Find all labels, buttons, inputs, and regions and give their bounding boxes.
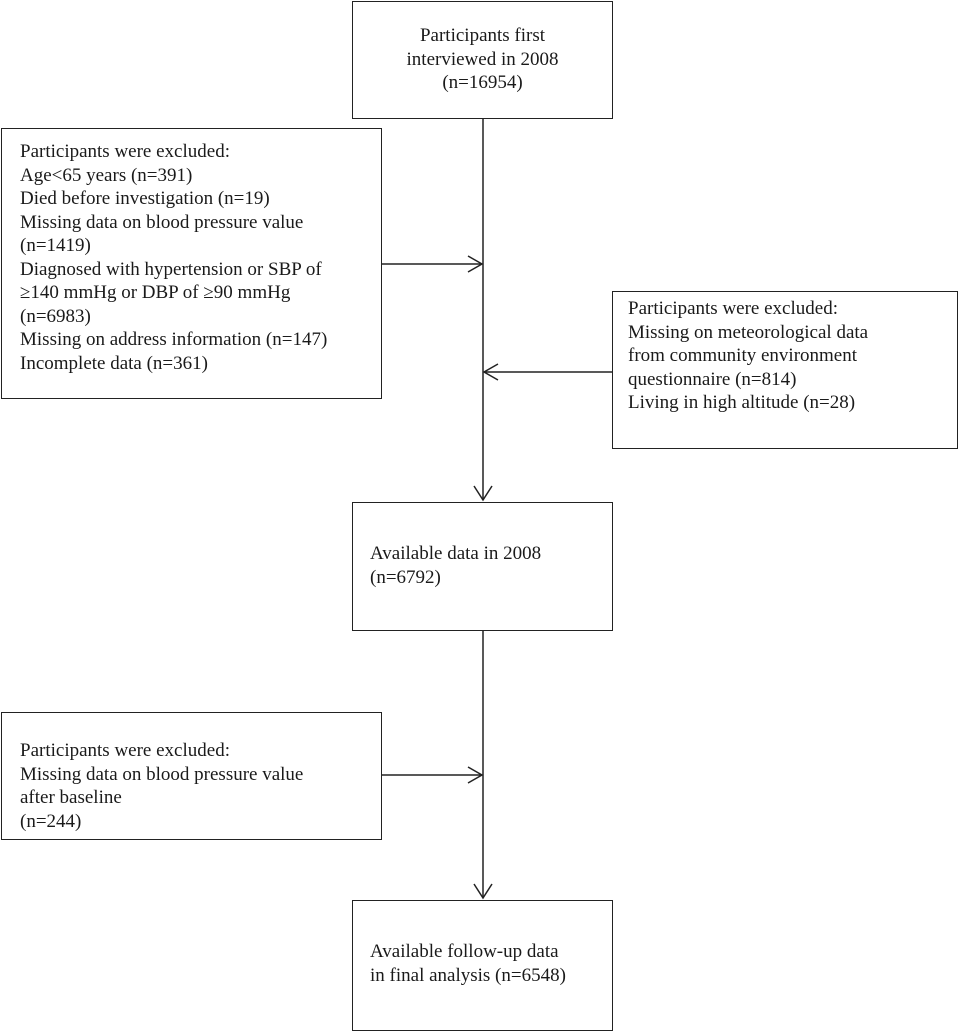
exclusion-2-line: Participants were excluded:: [628, 298, 838, 319]
exclusion-1-line: Incomplete data (n=361): [20, 352, 208, 374]
arrowhead-final: [473, 883, 493, 900]
exclusion-1-line: (n=1419): [20, 235, 91, 256]
exclusion-1-line: Missing on address information (n=147): [20, 329, 328, 350]
exclusion-1-line: (n=6983): [20, 305, 91, 327]
exclusion-2-line: questionnaire (n=814): [628, 368, 797, 390]
exclusion-1-line: Missing data on blood pressure value: [20, 211, 304, 233]
box-exclusion-2: Participants were excluded: Missing on m…: [612, 291, 958, 449]
final-line-1: Available follow-up data: [370, 941, 559, 962]
exclusion-1-line: Age<65 years (n=391): [20, 164, 193, 186]
exclusion-1-line: Died before investigation (n=19): [20, 188, 270, 209]
exclusion-1-line: Participants were excluded:: [20, 141, 230, 162]
available-line-1: Available data in 2008: [370, 543, 542, 564]
exclusion-3-line: Participants were excluded:: [20, 740, 230, 761]
exclusion-3-line: after baseline: [20, 787, 122, 808]
start-line-1: Participants first: [419, 25, 546, 46]
exclusion-3-line: (n=244): [20, 810, 82, 832]
box-exclusion-3: Participants were excluded: Missing data…: [1, 712, 382, 840]
arrowhead-available: [473, 485, 493, 502]
box-final-analysis: Available follow-up data in final analys…: [352, 900, 613, 1031]
exclusion-1-line: Diagnosed with hypertension or SBP of: [20, 258, 322, 280]
exclusion-2-line: Missing on meteorological data: [628, 321, 869, 343]
box-exclusion-1: Participants were excluded: Age<65 years…: [1, 128, 382, 399]
box-available-data-2008: Available data in 2008 (n=6792): [352, 502, 613, 631]
arrowhead-exclusion-1: [467, 255, 484, 273]
arrowhead-exclusion-3: [467, 766, 484, 784]
exclusion-2-line: Living in high altitude (n=28): [628, 392, 856, 413]
start-line-3: (n=16954): [442, 72, 523, 93]
exclusion-3-line: Missing data on blood pressure value: [20, 763, 304, 785]
available-line-2: (n=6792): [370, 566, 441, 588]
exclusion-2-line: from community environment: [628, 345, 858, 366]
exclusion-1-line: ≥140 mmHg or DBP of ≥90 mmHg: [20, 282, 291, 303]
start-line-2: interviewed in 2008: [406, 48, 559, 70]
box-participants-first-interviewed: Participants first interviewed in 2008 (…: [352, 1, 613, 119]
final-line-2: in final analysis (n=6548): [370, 964, 566, 986]
arrowhead-exclusion-2: [482, 363, 499, 381]
